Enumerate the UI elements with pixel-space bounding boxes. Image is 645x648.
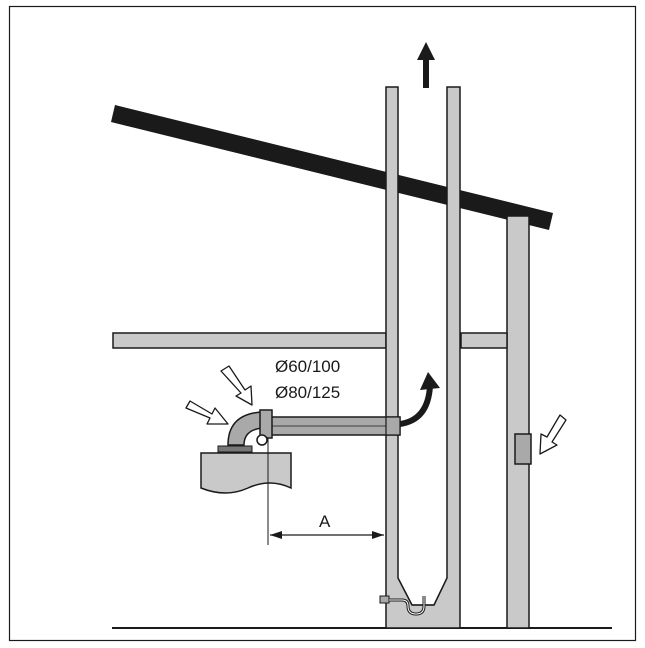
roof [111,105,553,230]
air-inlet-arrow-right [539,414,567,455]
flue-elbow [227,411,263,446]
air-inlet-arrow-left [185,400,229,425]
boiler-adapter [217,445,253,453]
pipe-diameter-label-2: Ø80/125 [275,383,340,402]
support-column [506,215,530,629]
pipe-diameter-label-1: Ø60/100 [275,357,340,376]
frame [8,5,637,642]
chimney-shaft [385,86,461,629]
drain-nozzle [379,595,390,604]
dimension-label-a: A [319,512,331,531]
dimension-line-a [270,531,384,539]
pipe-end [385,416,401,436]
air-grille [514,433,532,465]
elbow-collar [259,409,273,439]
floor-slab-right [460,332,508,349]
boiler [200,452,292,494]
exhaust-arrow-up [417,42,435,88]
floor-slab-left [112,332,387,349]
connection-ring [256,434,268,446]
air-inlet-arrow-top [220,365,253,406]
siphon-trap-inner [389,596,425,615]
flue-gas-arrow [399,372,440,427]
